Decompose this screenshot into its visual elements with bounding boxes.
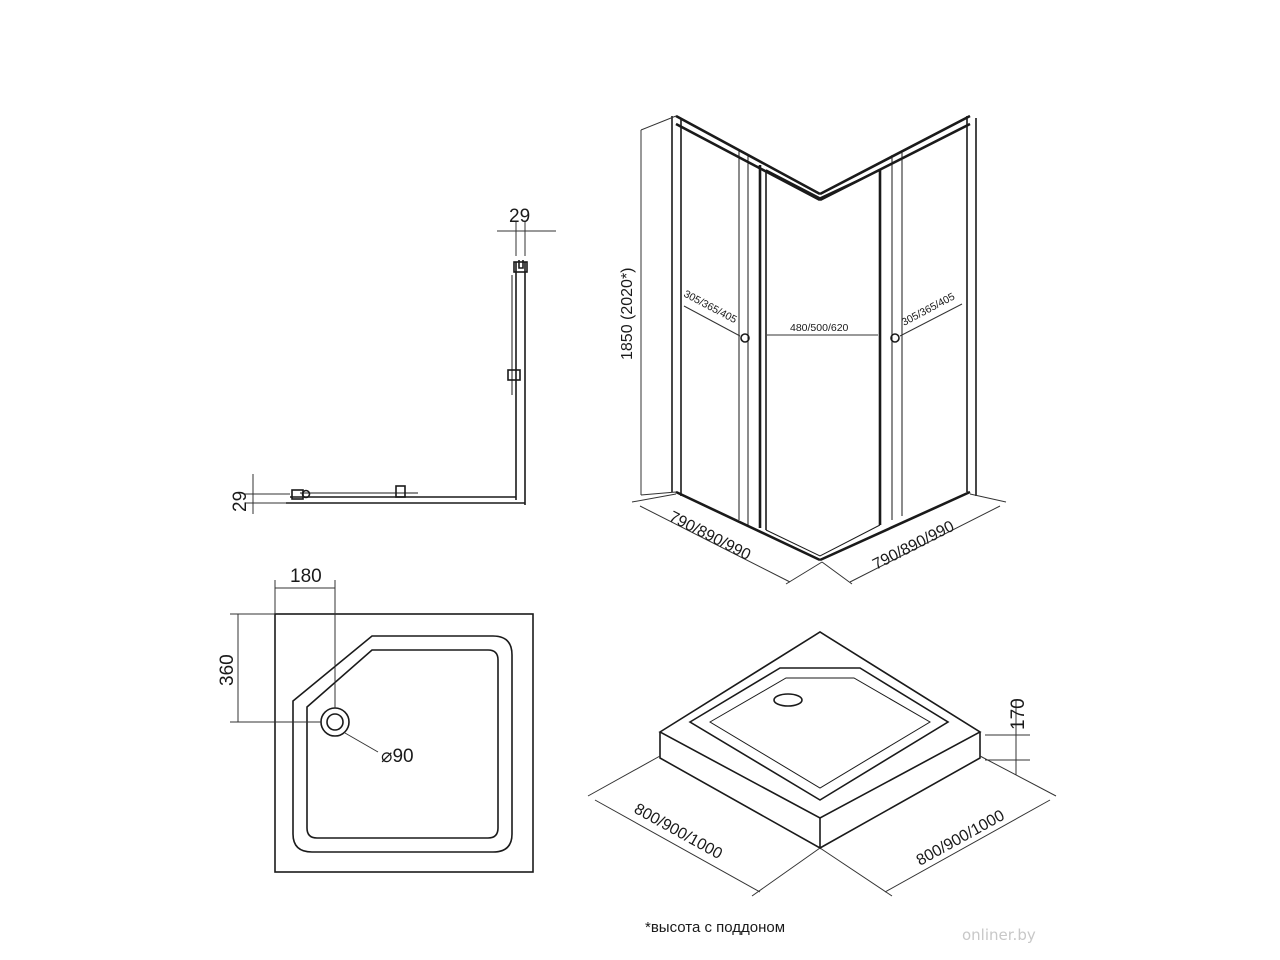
profile-knob bbox=[301, 489, 311, 499]
label-drain-x: 180 bbox=[290, 566, 322, 587]
tray-iso-drain bbox=[773, 693, 803, 707]
tray-basin bbox=[306, 649, 499, 839]
tray-top-view: 180 360 ⌀90 bbox=[217, 566, 534, 873]
dim-ext-left-a bbox=[631, 493, 677, 503]
dim-line-left-door bbox=[683, 305, 741, 337]
dim-ext-left-b bbox=[785, 561, 823, 585]
tray-iso-basin-inner bbox=[709, 677, 931, 789]
profile-vertical-rail bbox=[515, 260, 526, 505]
tray-iso-front-left bbox=[659, 732, 821, 850]
dim-ext-right-b bbox=[969, 493, 1007, 503]
enclosure-bottom-left bbox=[675, 490, 821, 562]
profile-top-clip bbox=[513, 261, 528, 273]
dim-ext-tray-right-a bbox=[819, 847, 893, 897]
enclosure-view: 1850 (2020*) 305/365/405 480/500/620 305… bbox=[619, 114, 1007, 585]
dim-line-tray-left bbox=[594, 799, 761, 893]
label-drain-diameter: ⌀90 bbox=[381, 746, 414, 767]
tray-iso-top-face bbox=[658, 631, 982, 819]
profile-roller bbox=[507, 369, 521, 381]
profile-view: 29 29 bbox=[230, 206, 556, 514]
dim-ext-height-bottom bbox=[640, 491, 677, 496]
label-tray-height: 170 bbox=[1008, 698, 1029, 730]
label-tray-right-size: 800/900/1000 bbox=[914, 807, 1008, 869]
tray-iso-view: 170 800/900/1000 800/900/1000 bbox=[587, 631, 1057, 897]
dim-ext-right-a bbox=[821, 561, 853, 585]
dim-ext-tray-right-b bbox=[979, 755, 1057, 797]
enclosure-handle-left bbox=[740, 333, 750, 343]
watermark: onliner.by bbox=[962, 926, 1036, 944]
tray-iso-front-right bbox=[819, 732, 981, 849]
enclosure-right-panel-divider bbox=[891, 150, 903, 520]
label-enclosure-height: 1850 (2020*) bbox=[619, 267, 636, 360]
dim-ext-tray-left-b bbox=[751, 847, 821, 897]
dim-line-right-width bbox=[849, 505, 1001, 583]
label-drain-y: 360 bbox=[217, 654, 238, 686]
enclosure-door-top bbox=[765, 169, 881, 199]
footnote: *высота с поддоном bbox=[645, 919, 785, 936]
tray-outer-edge bbox=[274, 613, 534, 873]
enclosure-post-right bbox=[966, 116, 977, 496]
label-top-offset: 29 bbox=[509, 206, 530, 227]
label-right-door-range: 305/365/405 bbox=[900, 291, 957, 329]
enclosure-handle-right bbox=[890, 333, 900, 343]
enclosure-door-bottom bbox=[765, 524, 881, 557]
enclosure-post-left bbox=[671, 116, 682, 496]
profile-handle bbox=[395, 485, 406, 498]
dim-ext-tray-left-a bbox=[587, 755, 661, 797]
dim-line-right-door bbox=[899, 303, 963, 337]
tray-drain-inner bbox=[326, 713, 344, 731]
dim-ext-height-top bbox=[640, 115, 677, 131]
enclosure-top-beam-right bbox=[819, 114, 971, 202]
tray-drain-outer bbox=[320, 707, 350, 737]
dim-leader-drain-diameter bbox=[344, 732, 379, 753]
label-right-width: 790/890/990 bbox=[870, 518, 957, 574]
label-side-offset: 29 bbox=[230, 491, 251, 512]
dim-line-tray-right bbox=[884, 799, 1051, 893]
label-left-width: 790/890/990 bbox=[666, 508, 753, 564]
label-center-opening: 480/500/620 bbox=[790, 322, 849, 334]
dim-line-left-width bbox=[639, 505, 791, 583]
profile-horizontal-rail bbox=[286, 496, 525, 504]
enclosure-bottom-right bbox=[819, 490, 971, 562]
label-tray-left-size: 800/900/1000 bbox=[631, 801, 725, 863]
tray-inner-rim bbox=[292, 635, 513, 853]
tray-iso-basin-rim bbox=[688, 667, 950, 801]
